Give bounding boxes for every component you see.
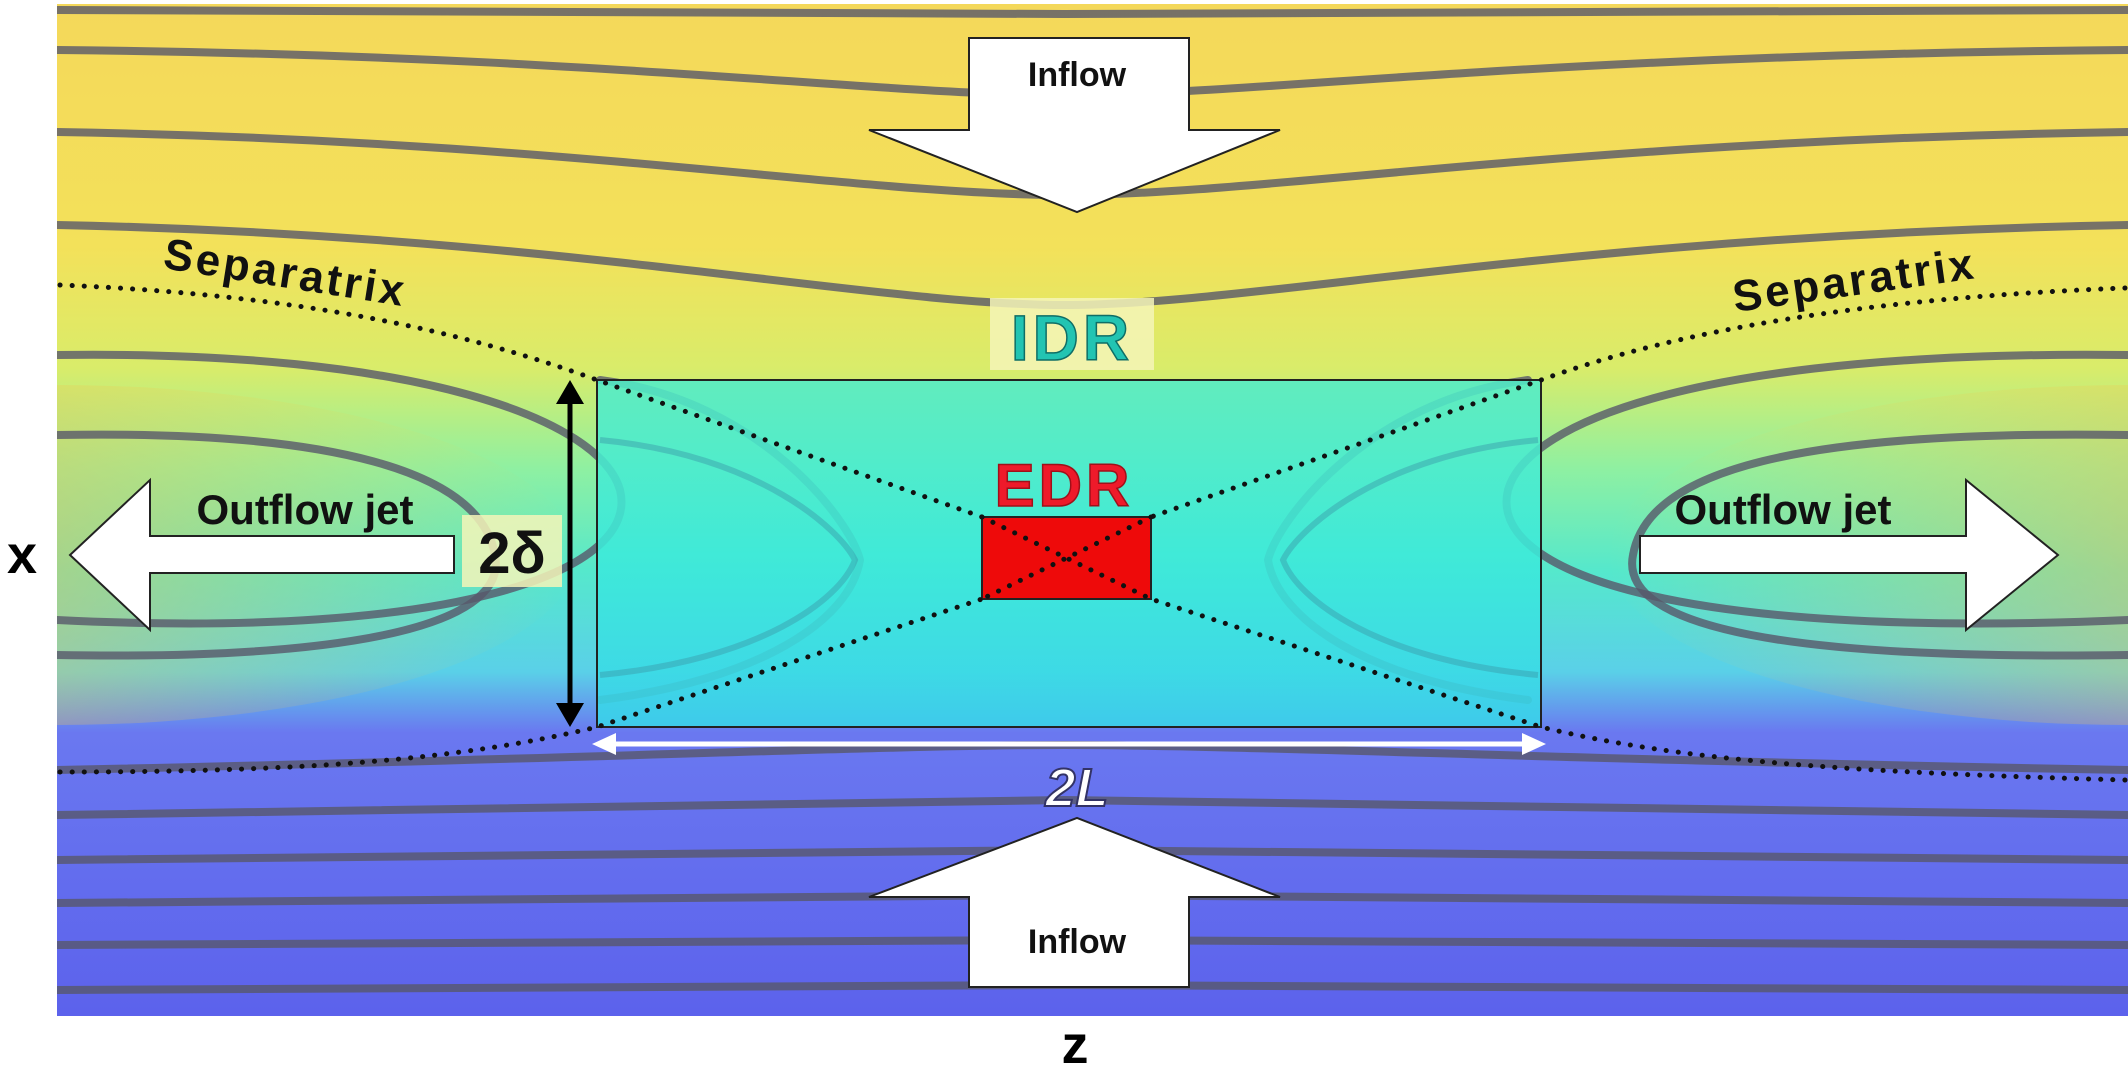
outflow-left-label: Outflow jet xyxy=(197,486,414,533)
separatrix-lines xyxy=(57,282,2128,783)
inflow-bottom-label: Inflow xyxy=(1028,923,1127,961)
inflow-bottom-arrow xyxy=(868,816,1281,988)
idr-label: IDR xyxy=(1011,302,1133,374)
idr-label-bg xyxy=(990,298,1154,370)
axis-z-label: z xyxy=(1062,1015,1089,1070)
axis-x-label: x xyxy=(7,525,37,585)
width-label-bg xyxy=(462,515,562,587)
inflow-top-arrow xyxy=(868,37,1281,214)
length-label: 2L xyxy=(1044,758,1108,818)
length-dimension-arrow xyxy=(592,733,1546,755)
outflow-right-arrow xyxy=(1639,477,2060,633)
idr-inner-lines xyxy=(599,437,1539,678)
width-dimension-arrow xyxy=(556,380,584,727)
inflow-top-label: Inflow xyxy=(1028,56,1127,94)
outflow-left-arrow xyxy=(68,477,455,633)
edr-label: EDR xyxy=(995,452,1134,519)
width-label: 2δ xyxy=(478,521,545,586)
outflow-right-label: Outflow jet xyxy=(1675,486,1892,533)
